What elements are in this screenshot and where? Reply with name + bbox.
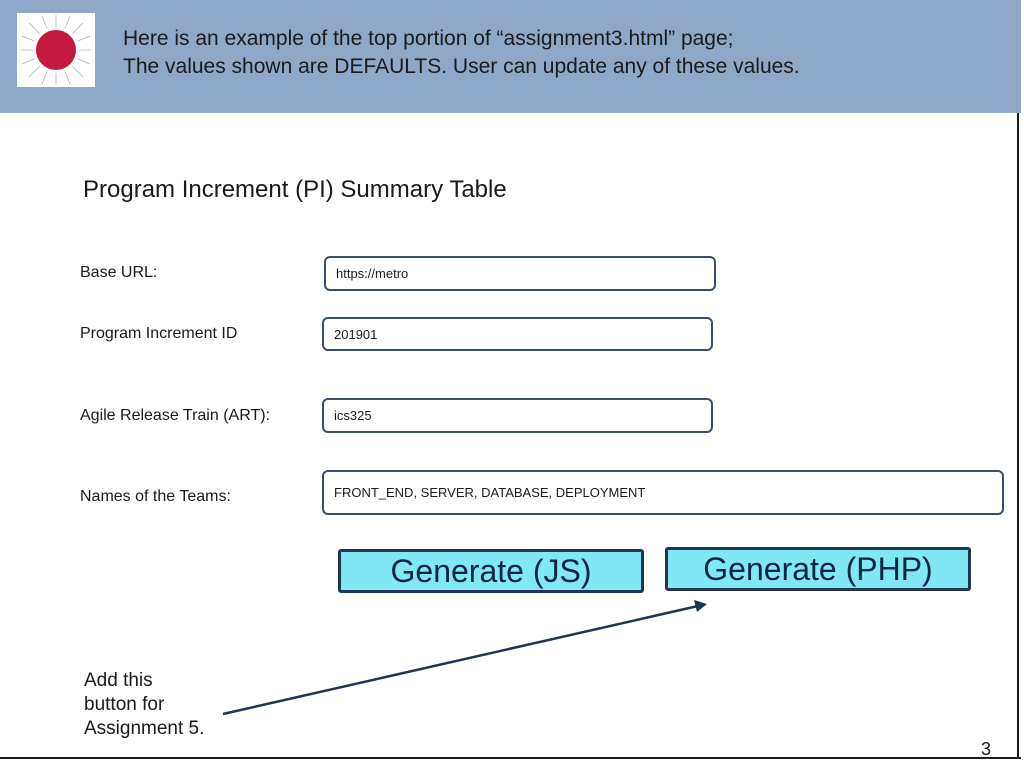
slide-border-right xyxy=(1017,113,1019,759)
note-line-2: button for xyxy=(84,694,165,715)
generate-js-button[interactable]: Generate (JS) xyxy=(338,549,644,593)
pi-id-label: Program Increment ID xyxy=(80,325,238,342)
banner-line-2: The values shown are DEFAULTS. User can … xyxy=(123,55,800,78)
banner-line-1: Here is an example of the top portion of… xyxy=(123,27,734,50)
note-line-1: Add this xyxy=(84,670,153,691)
annotation-note: Add this button for Assignment 5. xyxy=(84,669,204,741)
sun-seal-icon xyxy=(21,15,91,85)
art-input[interactable] xyxy=(322,398,713,433)
logo xyxy=(17,13,95,87)
note-line-3: Assignment 5. xyxy=(84,718,205,739)
teams-input[interactable] xyxy=(322,470,1004,515)
teams-label: Names of the Teams: xyxy=(80,488,231,505)
banner-text: Here is an example of the top portion of… xyxy=(123,25,800,81)
header-banner: Here is an example of the top portion of… xyxy=(0,0,1024,113)
page-number: 3 xyxy=(981,739,992,759)
base-url-label: Base URL: xyxy=(80,264,158,281)
generate-php-button[interactable]: Generate (PHP) xyxy=(665,547,971,591)
page-title: Program Increment (PI) Summary Table xyxy=(83,176,507,203)
pi-id-input[interactable] xyxy=(322,317,713,351)
base-url-input[interactable] xyxy=(324,256,716,291)
slide-border-bottom xyxy=(0,757,1021,759)
art-label: Agile Release Train (ART): xyxy=(80,407,270,424)
